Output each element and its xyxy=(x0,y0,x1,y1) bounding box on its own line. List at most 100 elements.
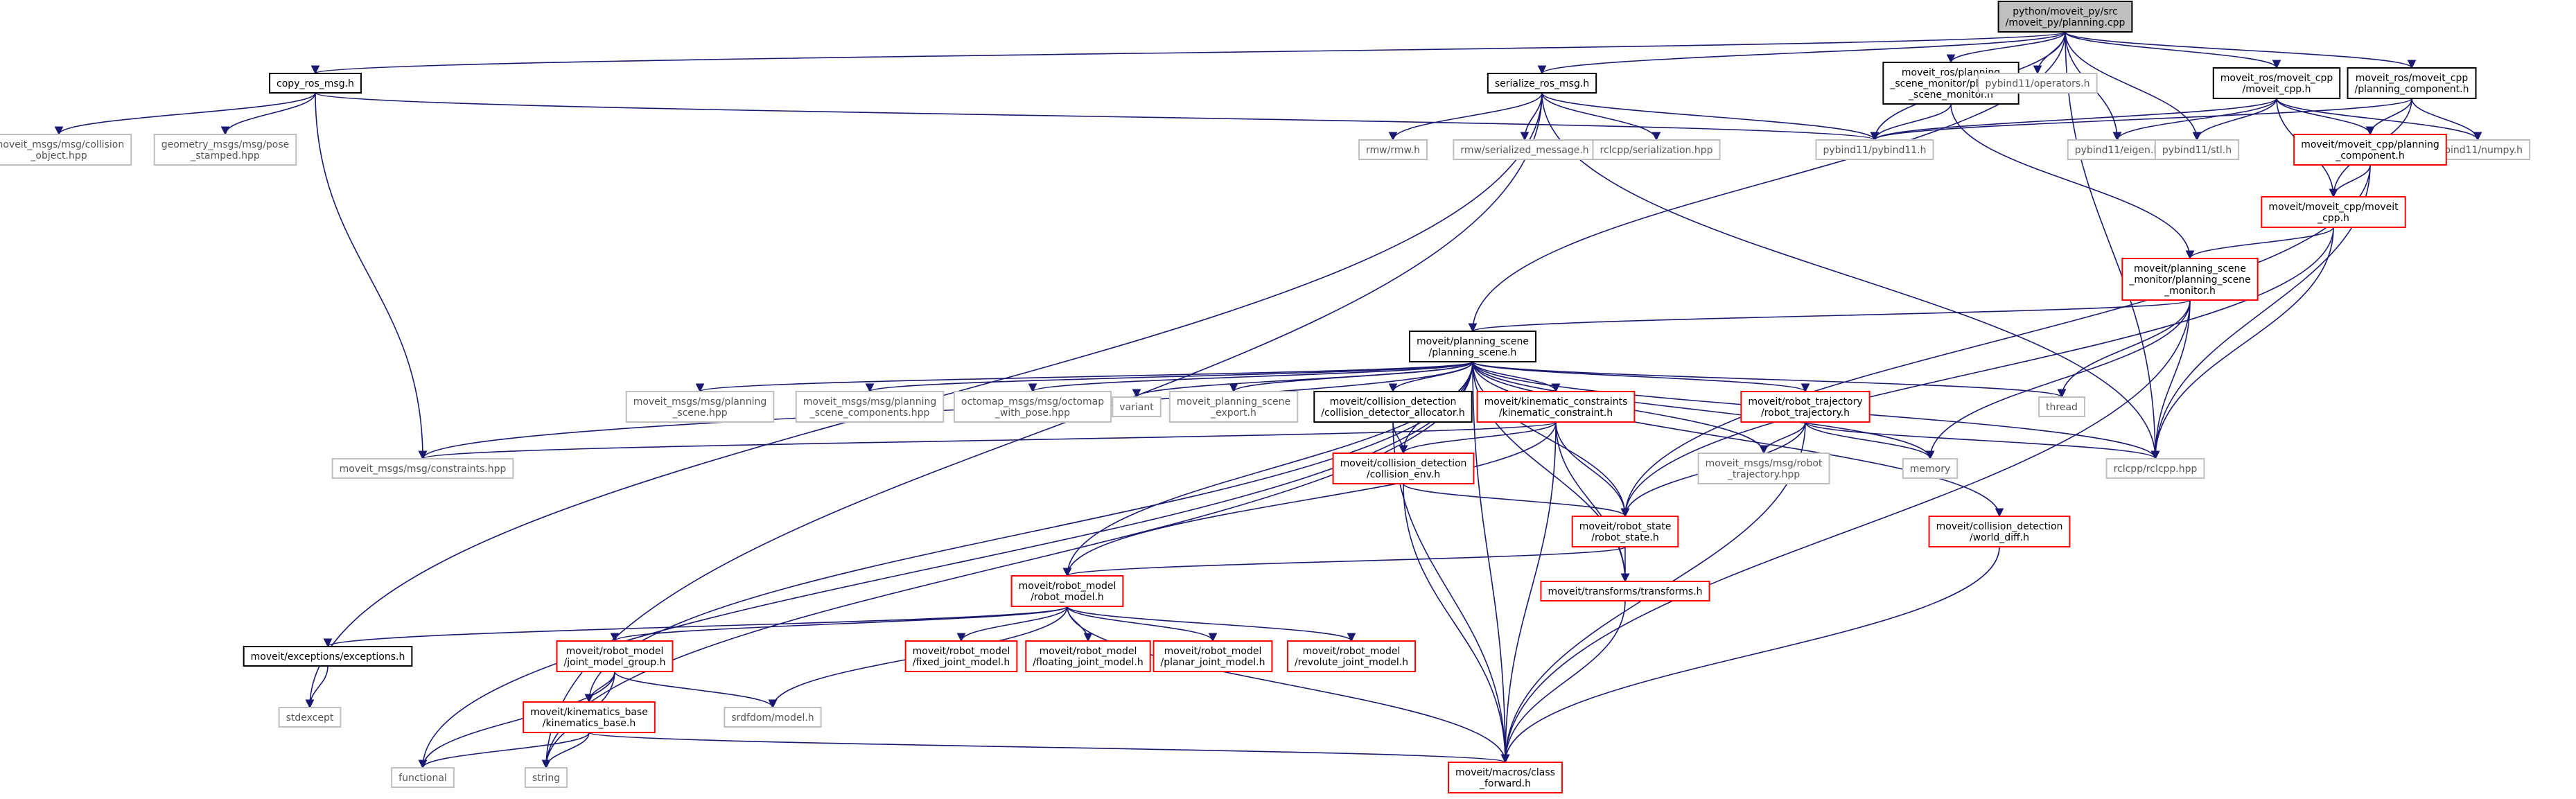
node-thread: thread xyxy=(2038,396,2085,417)
node-robot-model[interactable]: moveit/robot_model/robot_model.h xyxy=(1010,575,1124,607)
edge-kinematics_base-to-string xyxy=(541,732,590,769)
svg-text:moveit/moveit_cpp/planning_com: moveit/moveit_cpp/planning_component.h xyxy=(2301,139,2439,161)
node-moveit-cpp-planning-component[interactable]: moveit/moveit_cpp/planning_component.h xyxy=(2293,134,2447,166)
svg-text:moveit/collision_detection/col: moveit/collision_detection/collision_env… xyxy=(1340,458,1467,480)
edge-kinematic_constraint-to-robot_model xyxy=(1062,421,1557,577)
node-layer: python/moveit_py/src/moveit_py/planning.… xyxy=(0,1,2531,793)
node-kinematic-constraint[interactable]: moveit/kinematic_constraints/kinematic_c… xyxy=(1476,391,1636,423)
edge-robot_trajectory-to-memory xyxy=(1805,421,1935,460)
node-moveit-ros-moveit-cpp[interactable]: moveit_ros/moveit_cpp/moveit_cpp.h xyxy=(2212,67,2341,99)
svg-text:copy_ros_msg.h: copy_ros_msg.h xyxy=(277,78,354,89)
edge-mcpp_moveit_cpp-to-rclcpp xyxy=(2150,227,2334,460)
svg-text:moveit/transforms/transforms.h: moveit/transforms/transforms.h xyxy=(1548,586,1702,597)
edge-robot_model-to-class_forward xyxy=(1067,606,1510,764)
node-kinematics-base[interactable]: moveit/kinematics_base/kinematics_base.h xyxy=(523,701,656,733)
edge-transforms-to-class_forward xyxy=(1500,600,1626,764)
svg-text:moveit_msgs/msg/planning_scene: moveit_msgs/msg/planning_scene.hpp xyxy=(633,396,767,419)
svg-text:moveit/collision_detection/wor: moveit/collision_detection/world_diff.h xyxy=(1936,521,2063,543)
node-planning-scene[interactable]: moveit/planning_scene/planning_scene.h xyxy=(1408,331,1537,362)
svg-text:moveit/kinematic_constraints/k: moveit/kinematic_constraints/kinematic_c… xyxy=(1484,396,1628,419)
node-exceptions[interactable]: moveit/exceptions/exceptions.h xyxy=(243,646,413,667)
edge-kinematic_constraint-to-collision_env xyxy=(1399,421,1557,455)
node-transforms[interactable]: moveit/transforms/transforms.h xyxy=(1540,581,1710,602)
node-variant: variant xyxy=(1112,396,1162,417)
edge-planning_scene-to-functional xyxy=(418,361,1473,769)
edge-serialize_ros_msg-to-rclcpp_serialization xyxy=(1541,92,1661,141)
edge-planning_component_ros-to-pybind11 xyxy=(1870,98,2412,141)
svg-text:pybind11/stl.h: pybind11/stl.h xyxy=(2162,145,2232,156)
edge-robot_model-to-exceptions xyxy=(324,606,1068,648)
node-moveit-ros-planning-component[interactable]: moveit_ros/moveit_cpp/planning_component… xyxy=(2347,67,2477,99)
svg-text:moveit/kinematics_base/kinemat: moveit/kinematics_base/kinematics_base.h xyxy=(530,707,648,729)
node-serialize-ros-msg[interactable]: serialize_ros_msg.h xyxy=(1487,73,1597,94)
node-rmw-serialized-message: rmw/serialized_message.h xyxy=(1453,139,1597,160)
edge-planning_scene-to-constraints xyxy=(418,361,1473,460)
node-robot-state[interactable]: moveit/robot_state/robot_state.h xyxy=(1571,516,1679,547)
svg-text:octomap_msgs/msg/octomap_with_: octomap_msgs/msg/octomap_with_pose.hpp xyxy=(961,396,1104,419)
node-floating-joint-model[interactable]: moveit/robot_model/floating_joint_model.… xyxy=(1025,640,1151,672)
edge-robot_model-to-joint_model_group xyxy=(610,606,1068,642)
svg-text:moveit_msgs/msg/constraints.hp: moveit_msgs/msg/constraints.hpp xyxy=(340,464,507,475)
edge-moveit_cpp_ros-to-pybind_stl xyxy=(2192,98,2277,141)
edge-psm_monitor-to-planning_scene xyxy=(1469,299,2191,333)
edge-psm_monitor-to-memory xyxy=(1925,299,2191,460)
edge-psm_monitor-to-class_forward xyxy=(1500,299,2191,764)
svg-text:moveit_ros/moveit_cpp/moveit_c: moveit_ros/moveit_cpp/moveit_cpp.h xyxy=(2220,73,2333,95)
node-world-diff[interactable]: moveit/collision_detection/world_diff.h xyxy=(1928,516,2071,547)
edge-planning_scene-to-memory xyxy=(1472,361,1935,460)
node-collision-object-msg: moveit_msgs/msg/collision_object.hpp xyxy=(0,134,132,166)
svg-text:rclcpp/serialization.hpp: rclcpp/serialization.hpp xyxy=(1600,145,1713,156)
edge-root-to-pybind_stl xyxy=(2065,31,2202,141)
edge-robot_model-to-planar_joint xyxy=(1067,606,1218,642)
edge-robot_trajectory-to-msg_robot_trajectory xyxy=(1759,421,1806,455)
edge-planning_scene-to-msg_planning_scene xyxy=(696,361,1473,393)
svg-text:pybind11/operators.h: pybind11/operators.h xyxy=(1985,78,2089,89)
node-joint-model-group[interactable]: moveit/robot_model/joint_model_group.h xyxy=(556,640,674,672)
edge-joint_model_group-to-srdfdom xyxy=(614,671,778,709)
node-copy-ros-msg[interactable]: copy_ros_msg.h xyxy=(269,73,362,94)
svg-text:thread: thread xyxy=(2046,402,2078,413)
node-rclcpp-serialization: rclcpp/serialization.hpp xyxy=(1592,139,1721,160)
edge-planning_scene-to-octomap xyxy=(1028,361,1473,393)
edge-robot_model-to-fixed_joint xyxy=(956,606,1068,642)
node-octomap-with-pose: octomap_msgs/msg/octomap_with_pose.hpp xyxy=(953,391,1112,423)
node-collision-env[interactable]: moveit/collision_detection/collision_env… xyxy=(1332,453,1475,484)
svg-text:functional: functional xyxy=(398,773,447,784)
svg-text:moveit_planning_scene_export.h: moveit_planning_scene_export.h xyxy=(1177,396,1290,419)
edge-psm_monitor-to-rclcpp xyxy=(2150,299,2191,460)
svg-text:moveit/robot_model/revolute_jo: moveit/robot_model/revolute_joint_model.… xyxy=(1295,646,1408,668)
edge-moveit_cpp_ros-to-pybind_numpy xyxy=(2276,98,2482,141)
node-moveit-cpp[interactable]: moveit/moveit_cpp/moveit_cpp.h xyxy=(2261,196,2406,228)
node-class-forward[interactable]: moveit/macros/class_forward.h xyxy=(1448,762,1563,793)
edge-copy_ros_msg-to-collision_object xyxy=(54,92,316,136)
edge-mcpp_planning_component-to-mcpp_moveit_cpp xyxy=(2329,164,2371,198)
node-pybind11: pybind11/pybind11.h xyxy=(1815,139,1934,160)
svg-text:moveit_msgs/msg/robot_trajecto: moveit_msgs/msg/robot_trajectory.hpp xyxy=(1706,458,1823,480)
edge-planning_scene-to-kinematics_base xyxy=(584,361,1473,703)
svg-text:rmw/rmw.h: rmw/rmw.h xyxy=(1366,145,1420,156)
node-planar-joint-model[interactable]: moveit/robot_model/planar_joint_model.h xyxy=(1153,640,1273,672)
edge-root-to-rclcpp xyxy=(2065,31,2160,460)
svg-text:stdexcept: stdexcept xyxy=(286,712,334,723)
edge-psm_planning-to-psm_monitor xyxy=(1950,103,2195,260)
node-planning-cpp[interactable]: python/moveit_py/src/moveit_py/planning.… xyxy=(1997,1,2133,33)
node-fixed-joint-model[interactable]: moveit/robot_model/fixed_joint_model.h xyxy=(904,640,1018,672)
svg-text:moveit_ros/moveit_cpp/planning: moveit_ros/moveit_cpp/planning_component… xyxy=(2355,73,2469,95)
node-planning-scene-monitor[interactable]: moveit/planning_scene_monitor/planning_s… xyxy=(2121,258,2259,301)
svg-text:memory: memory xyxy=(1910,464,1951,475)
edge-robot_state-to-robot_model xyxy=(1063,546,1626,577)
node-revolute-joint-model[interactable]: moveit/robot_model/revolute_joint_model.… xyxy=(1286,640,1417,672)
svg-text:moveit/robot_state/robot_state: moveit/robot_state/robot_state.h xyxy=(1579,521,1672,543)
edge-collision_env-to-class_forward xyxy=(1403,483,1510,764)
node-robot-trajectory[interactable]: moveit/robot_trajectory/robot_trajectory… xyxy=(1740,391,1870,423)
node-constraints-msg: moveit_msgs/msg/constraints.hpp xyxy=(331,458,514,479)
edge-planning_scene-to-world_diff xyxy=(1472,361,2004,518)
edge-planning_scene-to-msg_planning_scene_components xyxy=(866,361,1473,393)
edge-planning_component_ros-to-mcpp_planning_component xyxy=(2365,98,2412,136)
node-collision-detector-allocator[interactable]: moveit/collision_detection/collision_det… xyxy=(1313,391,1473,423)
edge-kinematics_base-to-functional xyxy=(418,732,590,769)
node-planning-scene-components-msg: moveit_msgs/msg/planning_scene_component… xyxy=(795,391,945,423)
node-robot-trajectory-msg: moveit_msgs/msg/robot_trajectory.hpp xyxy=(1697,453,1830,484)
edge-kinematics_base-to-class_forward xyxy=(588,732,1509,764)
svg-text:srdfdom/model.h: srdfdom/model.h xyxy=(731,712,814,723)
